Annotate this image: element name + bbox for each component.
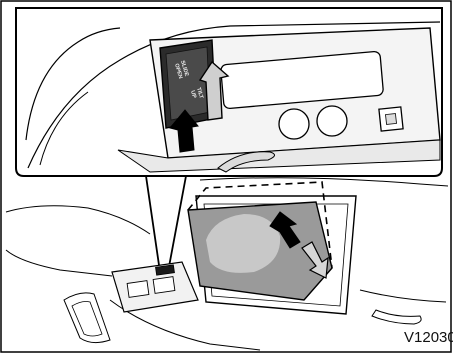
sunroof-switch-face [166, 47, 210, 120]
lamp-button-left-icon [279, 109, 309, 139]
console-side-switch-inner [386, 114, 397, 125]
figure-code: V12030 [404, 329, 453, 346]
cabin-console-lamp-right [153, 277, 175, 294]
cabin-console-lamp-left [127, 281, 149, 298]
zoom-panel: SLIDE OPEN TILT UP [16, 8, 442, 176]
lamp-button-right-icon [317, 106, 347, 136]
